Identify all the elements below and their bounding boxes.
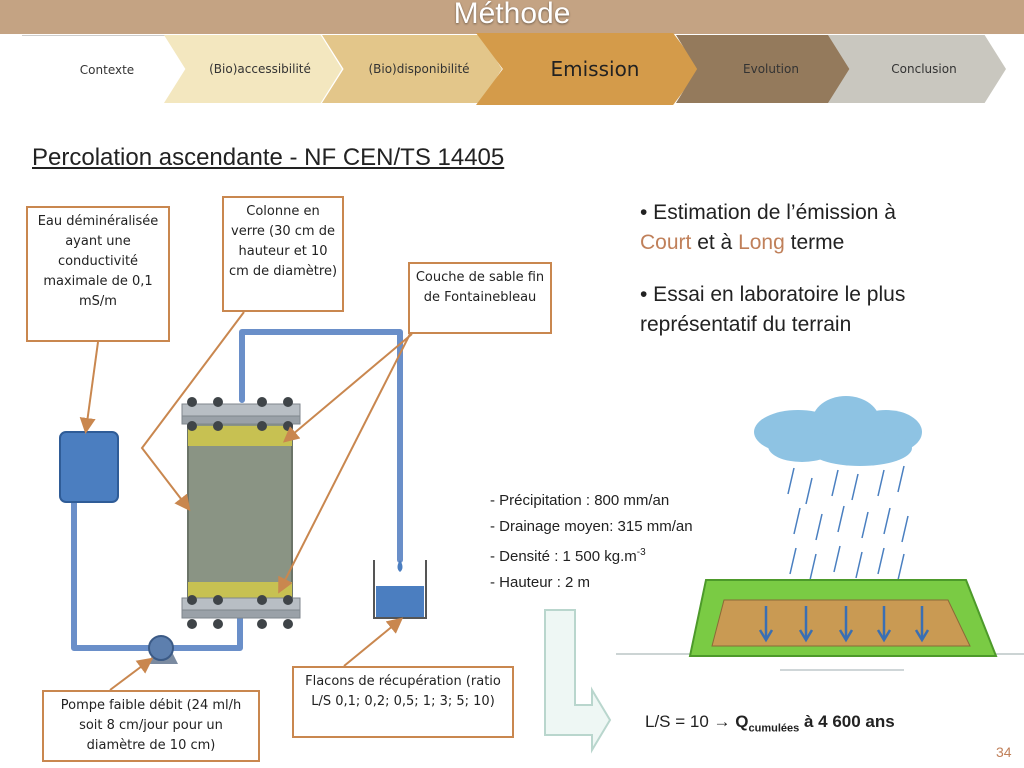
result-prefix: L/S = 10	[645, 712, 714, 731]
water-drop-icon	[397, 560, 403, 572]
nav-step-emission[interactable]: Emission	[476, 33, 700, 105]
arrow-right-icon: →	[713, 712, 731, 731]
nav-step-label: (Bio)disponibilité	[368, 62, 470, 76]
callout-flacons: Flacons de récupération (ratio L/S 0,1; …	[292, 666, 514, 738]
nav-step-conclusion[interactable]: Conclusion	[828, 35, 1006, 103]
nav-step-biodisponibilite[interactable]: (Bio)disponibilité	[322, 35, 502, 103]
collection-flask	[373, 560, 427, 619]
param-densite-text: - Densité : 1 500 kg.m	[490, 548, 637, 565]
nav-step-label: Contexte	[79, 62, 135, 77]
result-q-sub: cumulées	[748, 722, 800, 735]
callout-eau: Eau déminéralisée ayant une conductivité…	[26, 206, 170, 342]
slide-title: Méthode	[453, 0, 571, 30]
rain-lines	[787, 465, 909, 581]
soil-layer	[711, 599, 971, 647]
callout-pompe: Pompe faible débit (24 ml/h soit 8 cm/jo…	[42, 690, 260, 762]
parameters-list: - Précipitation : 800 mm/an - Drainage m…	[490, 488, 693, 596]
callout-colonne: Colonne en verre (30 cm de hauteur et 10…	[222, 196, 344, 312]
page-number: 34	[996, 744, 1012, 760]
nav-step-label: Evolution	[743, 62, 799, 76]
bullet-essai: • Essai en laboratoire le plus représent…	[640, 283, 906, 336]
nav-step-label: Emission	[550, 57, 640, 81]
section-title: Percolation ascendante - NF CEN/TS 14405	[32, 144, 505, 171]
param-densite-exp: -3	[636, 547, 646, 558]
bullet-text: terme	[784, 231, 845, 254]
tubing	[71, 329, 403, 651]
bullet-long: Long	[738, 231, 785, 254]
result-line: L/S = 10 → Qcumulées à 4 600 ans	[645, 712, 895, 734]
bullet-estimation: • Estimation de l’émission à Court et à …	[640, 198, 1000, 258]
param-hauteur: - Hauteur : 2 m	[490, 574, 591, 591]
callout-sable: Couche de sable fin de Fontainebleau	[408, 262, 552, 334]
param-precipitation: - Précipitation : 800 mm/an	[490, 492, 670, 509]
nav-step-bioaccessibilite[interactable]: (Bio)accessibilité	[164, 35, 342, 103]
bullet-text: • Estimation de l’émission à	[640, 201, 896, 224]
bullet-court: Court	[640, 231, 692, 254]
header-bar	[0, 0, 1024, 34]
bullet-text: et à	[691, 231, 739, 254]
param-densite: - Densité : 1 500 kg.m-3	[490, 540, 693, 570]
result-suffix: à 4 600 ans	[799, 712, 895, 731]
rain-cloud-icon	[754, 396, 922, 466]
result-q: Q	[735, 712, 749, 731]
nav-step-contexte[interactable]: Contexte	[22, 35, 192, 103]
nav-step-evolution[interactable]: Evolution	[676, 35, 852, 103]
arrow-right-icon	[544, 609, 612, 754]
pump-icon	[148, 635, 178, 664]
nav-step-label: Conclusion	[891, 62, 957, 76]
nav-step-label: (Bio)accessibilité	[209, 62, 311, 76]
water-reservoir	[59, 431, 119, 503]
glass-column	[181, 397, 301, 629]
param-drainage: - Drainage moyen: 315 mm/an	[490, 518, 693, 535]
